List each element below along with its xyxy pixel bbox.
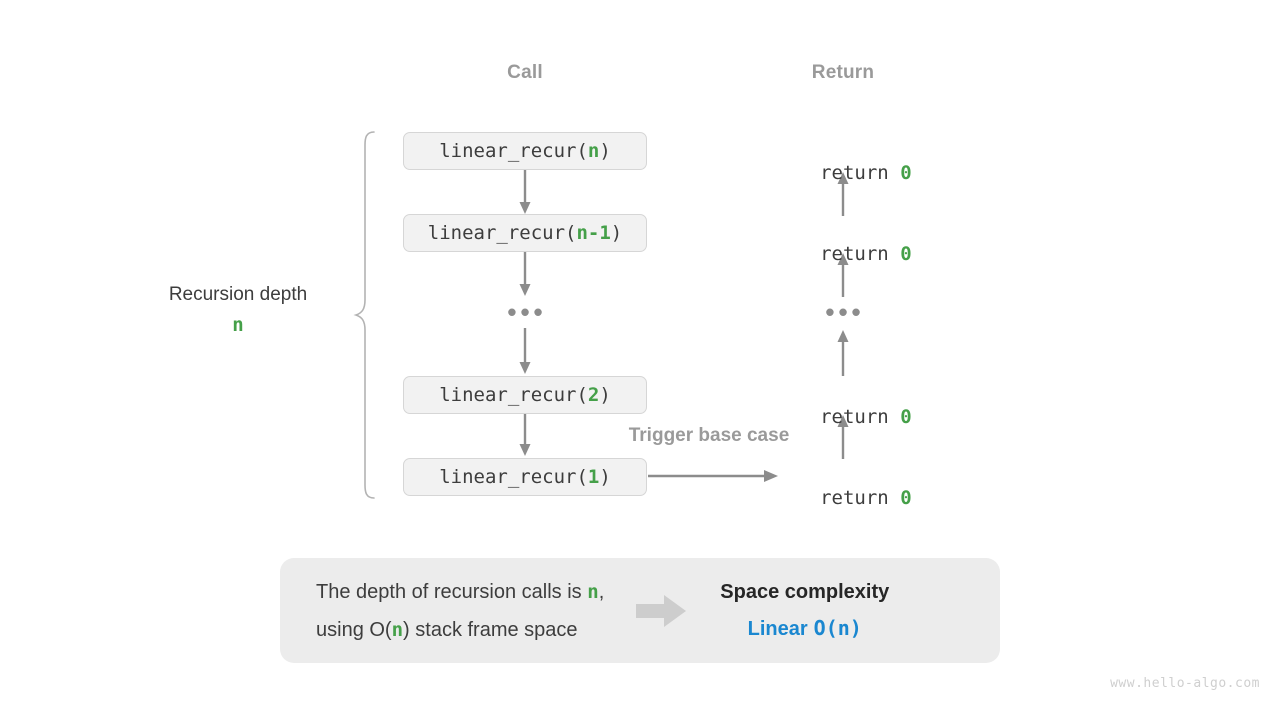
call-down-arrow-icon <box>519 252 531 296</box>
summary-description: The depth of recursion calls is n, using… <box>280 573 604 649</box>
call-ellipsis: ••• <box>507 297 547 327</box>
column-header-call: Call <box>507 62 543 83</box>
recursion-depth-text: Recursion depth <box>168 284 308 305</box>
return-value: 0 <box>900 406 912 428</box>
call-frame-arg: n <box>587 140 600 162</box>
return-up-arrow-icon <box>837 415 849 459</box>
return-keyword: return <box>820 487 901 509</box>
call-frame-box: linear_recur(n) <box>403 132 647 170</box>
summary-panel: The depth of recursion calls is n, using… <box>280 558 1000 663</box>
summary-line1-text-a: The depth of recursion calls is <box>316 580 588 603</box>
call-frame-arg: 2 <box>587 384 600 406</box>
call-frame-box: linear_recur(2) <box>403 376 647 414</box>
summary-right-arrow-icon <box>636 594 687 627</box>
recursion-depth-label: Recursion depth n <box>169 284 307 336</box>
summary-line-2: using O(n) stack frame space <box>316 611 604 649</box>
watermark: www.hello-algo.com <box>1110 676 1260 691</box>
call-frame-prefix: linear_recur( <box>439 384 588 406</box>
return-ellipsis: ••• <box>825 297 865 327</box>
call-down-arrow-icon <box>519 414 531 456</box>
column-header-return: Return <box>811 62 875 83</box>
return-value: 0 <box>900 487 912 509</box>
return-value: 0 <box>900 162 912 184</box>
call-frame-arg: n-1 <box>576 222 611 244</box>
return-statement: return 0 <box>774 221 912 287</box>
call-frame-suffix: ) <box>610 222 623 244</box>
return-keyword: return <box>820 162 901 184</box>
call-frame-box: linear_recur(1) <box>403 458 647 496</box>
complexity-label: Linear <box>747 617 808 640</box>
summary-line1-n: n <box>587 580 599 603</box>
summary-line1-text-b: , <box>598 580 605 603</box>
call-frame-box: linear_recur(n-1) <box>403 214 647 252</box>
call-frame-prefix: linear_recur( <box>439 140 588 162</box>
return-statement: return 0 <box>774 465 912 531</box>
space-complexity-title: Space complexity <box>720 580 890 603</box>
return-statement: return 0 <box>774 384 912 450</box>
recursion-depth-brace <box>353 131 375 499</box>
return-statement: return 0 <box>774 140 912 206</box>
call-frame-suffix: ) <box>599 384 611 406</box>
return-up-arrow-icon <box>837 330 849 376</box>
return-value: 0 <box>900 243 912 265</box>
return-keyword: return <box>820 406 901 428</box>
call-frame-suffix: ) <box>599 466 611 488</box>
call-down-arrow-icon <box>519 170 531 214</box>
trigger-base-case-label: Trigger base case <box>628 425 790 446</box>
summary-line2-text-b: ) stack frame space <box>403 618 578 641</box>
call-frame-arg: 1 <box>587 466 600 488</box>
call-frame-prefix: linear_recur( <box>439 466 588 488</box>
recursion-depth-value: n <box>232 314 244 336</box>
base-case-right-arrow-icon <box>648 470 778 482</box>
return-keyword: return <box>820 243 901 265</box>
call-frame-suffix: ) <box>599 140 611 162</box>
call-down-arrow-icon <box>519 328 531 374</box>
return-up-arrow-icon <box>837 253 849 297</box>
summary-line2-text-a: using O( <box>316 618 392 641</box>
summary-line2-n: n <box>391 618 404 641</box>
return-up-arrow-icon <box>837 172 849 216</box>
complexity-big-o: O(n) <box>813 615 862 640</box>
summary-line-1: The depth of recursion calls is n, <box>316 573 604 611</box>
call-frame-prefix: linear_recur( <box>427 222 577 244</box>
